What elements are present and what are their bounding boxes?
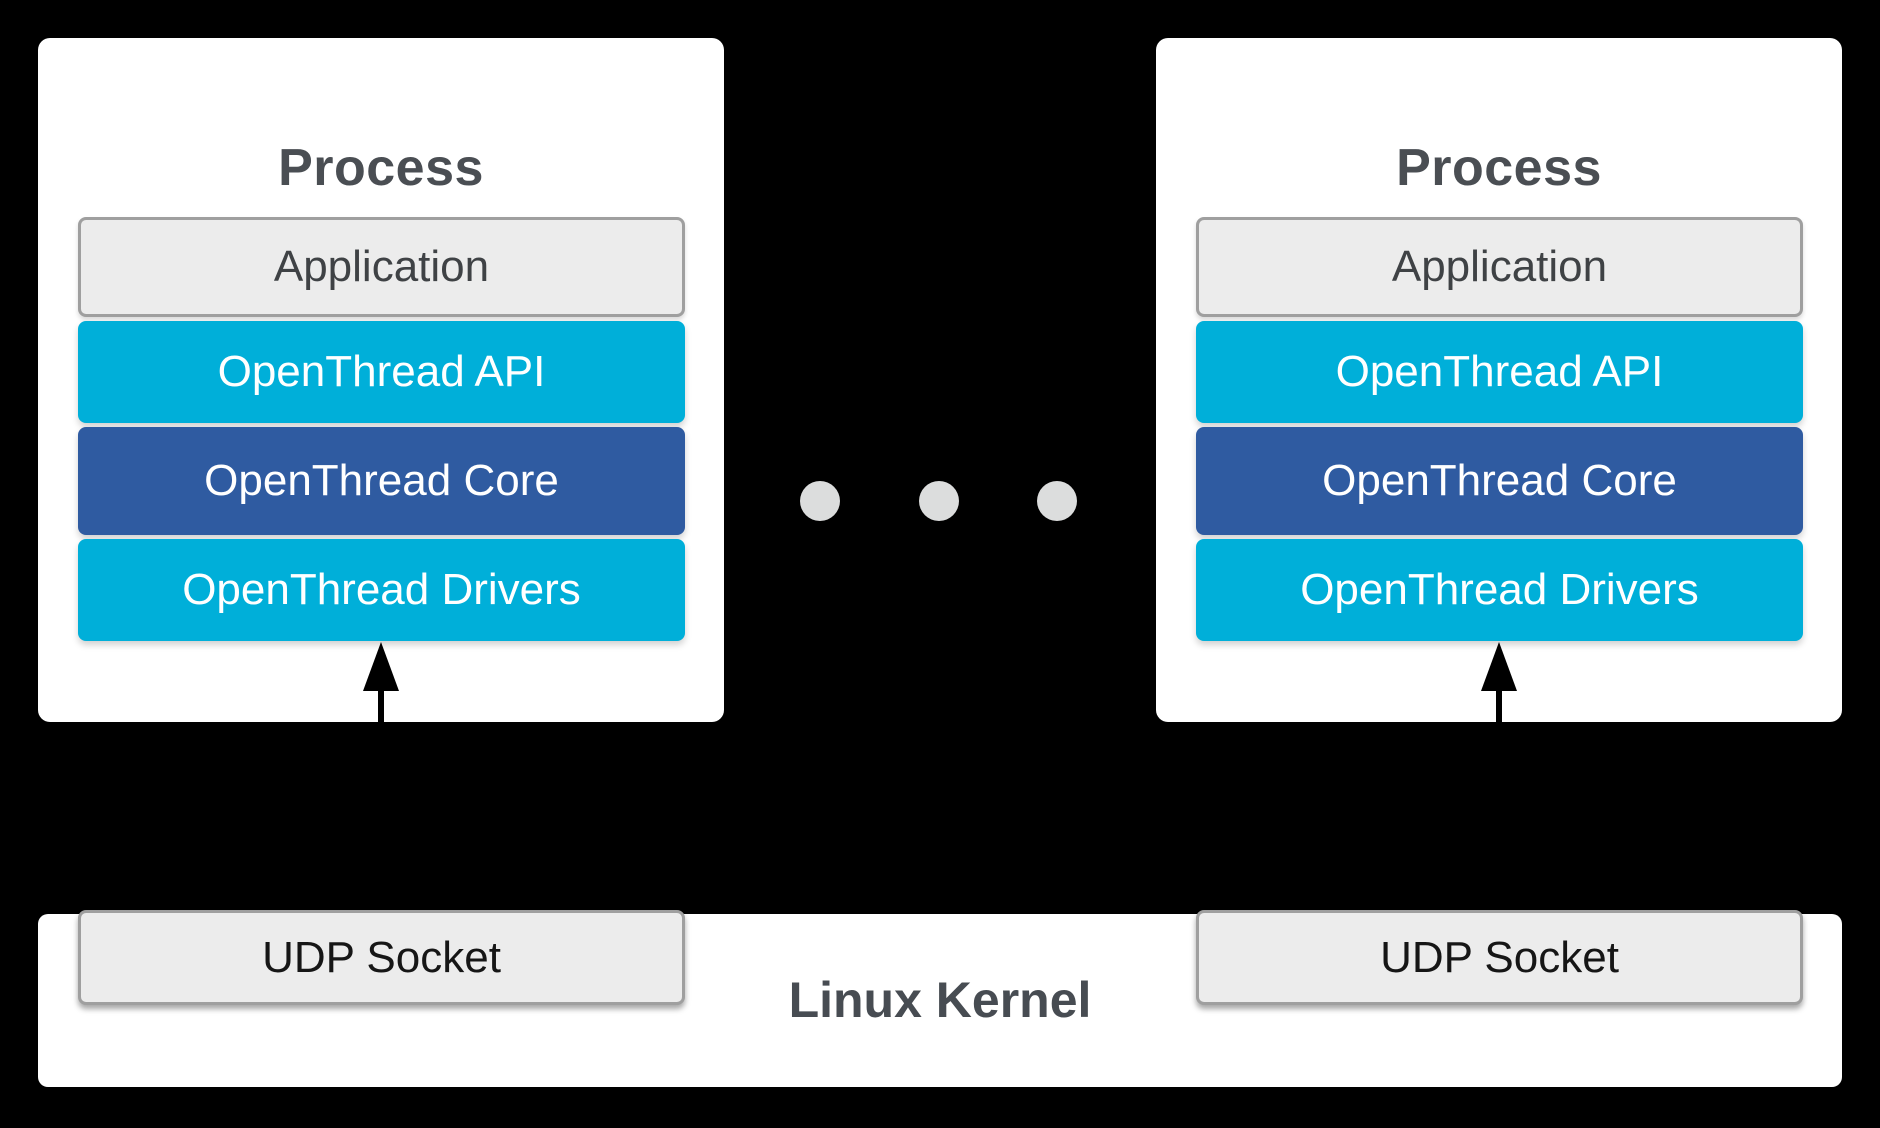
arrow-shaft [378, 690, 384, 722]
layer-openthread-api-label: OpenThread API [1335, 347, 1664, 396]
layer-stack: Application OpenThread API OpenThread Co… [1196, 217, 1803, 645]
process-box-right: Process Application OpenThread API OpenT… [1156, 38, 1842, 722]
arrow-shaft [1496, 690, 1502, 722]
process-box-left: Process Application OpenThread API OpenT… [38, 38, 724, 722]
layer-openthread-api: OpenThread API [1196, 321, 1803, 423]
arrow-up-icon [1481, 642, 1517, 722]
ellipsis-icon [800, 481, 1077, 521]
process-title: Process [278, 139, 484, 197]
layer-openthread-drivers-label: OpenThread Drivers [182, 565, 581, 614]
udp-socket-label: UDP Socket [1380, 932, 1619, 982]
layer-application-label: Application [1391, 242, 1608, 291]
arrow-head [1481, 642, 1517, 691]
layer-openthread-api-label: OpenThread API [217, 347, 546, 396]
layer-application: Application [1196, 217, 1803, 317]
layer-openthread-core: OpenThread Core [1196, 427, 1803, 535]
udp-socket-label: UDP Socket [262, 932, 501, 982]
udp-socket-box-left: UDP Socket [78, 910, 685, 1005]
layer-openthread-drivers-label: OpenThread Drivers [1300, 565, 1699, 614]
layer-stack: Application OpenThread API OpenThread Co… [78, 217, 685, 645]
layer-openthread-core-label: OpenThread Core [1322, 456, 1677, 505]
arrow-head [363, 642, 399, 691]
ellipsis-dot [1037, 481, 1077, 521]
arrow-up-icon [363, 642, 399, 722]
layer-application-label: Application [273, 242, 490, 291]
process-title: Process [1396, 139, 1602, 197]
layer-openthread-core-label: OpenThread Core [204, 456, 559, 505]
udp-socket-box-right: UDP Socket [1196, 910, 1803, 1005]
layer-application: Application [78, 217, 685, 317]
layer-openthread-drivers: OpenThread Drivers [1196, 539, 1803, 641]
linux-kernel-label: Linux Kernel [788, 972, 1092, 1028]
ellipsis-dot [800, 481, 840, 521]
layer-openthread-drivers: OpenThread Drivers [78, 539, 685, 641]
layer-openthread-api: OpenThread API [78, 321, 685, 423]
ellipsis-dot [918, 481, 959, 521]
layer-openthread-core: OpenThread Core [78, 427, 685, 535]
